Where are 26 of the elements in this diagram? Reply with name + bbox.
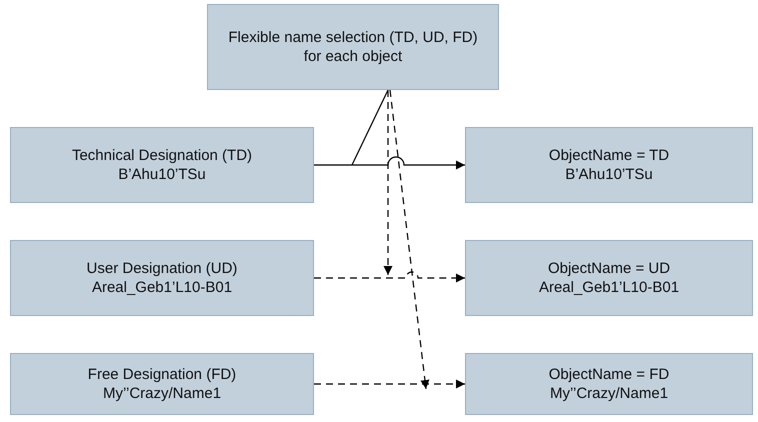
box-text: My’’Crazy/Name1: [102, 384, 222, 403]
box-text: B’Ahu10’TSu: [565, 165, 653, 184]
process-box: [465, 240, 753, 316]
arrow: [384, 90, 392, 275]
box-text: Areal_Geb1’L10-B01: [538, 278, 680, 297]
arrow: [314, 156, 465, 170]
process-box: [10, 240, 314, 316]
box-text: B’Ahu10’TSu: [118, 165, 206, 184]
process-box: [465, 127, 753, 203]
box-text: ObjectName = FD: [548, 365, 670, 384]
arrow: [314, 380, 465, 388]
box-text: Flexible name selection (TD, UD, FD) for each object: [228, 28, 478, 66]
box-text: ObjectName = UD: [548, 259, 670, 278]
box-text: ObjectName = TD: [548, 146, 670, 165]
connector-line: [351, 90, 389, 166]
process-box: [10, 353, 314, 415]
arrow: [389, 90, 430, 390]
box-text: My’’Crazy/Name1: [550, 384, 668, 403]
process-box: [10, 127, 314, 203]
box-text: Technical Designation (TD): [72, 146, 252, 165]
box-text: User Designation (UD): [86, 259, 238, 278]
arrow: [314, 271, 465, 282]
process-box: [465, 353, 753, 415]
process-box: [207, 4, 499, 90]
box-text: Areal_Geb1’L10-B01: [92, 278, 232, 297]
box-text: Free Designation (FD): [88, 365, 236, 384]
